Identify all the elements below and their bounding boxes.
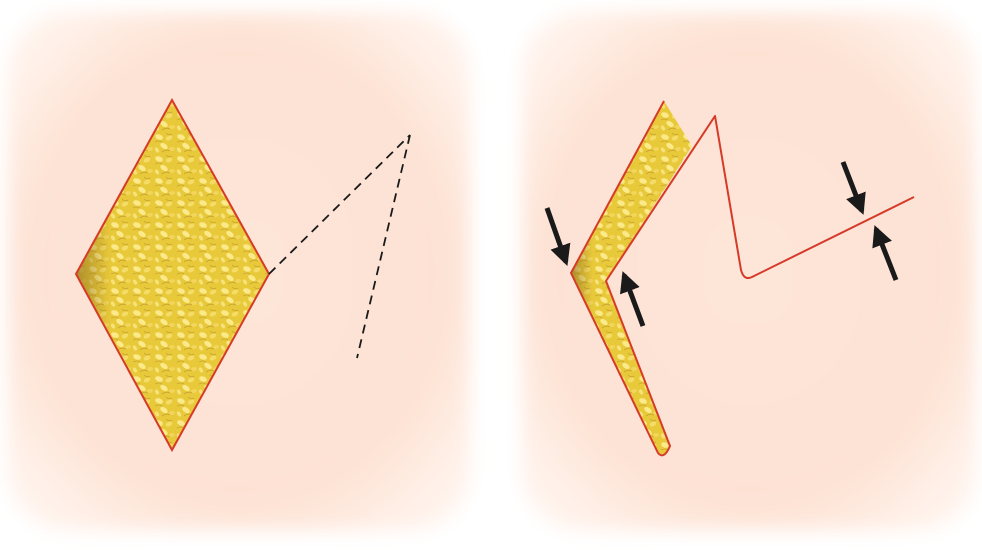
arrow-icon-left-outer [544, 207, 571, 266]
closure-tension-arrows [544, 161, 899, 327]
rhombic-defect [74, 97, 271, 453]
transposed-flap [571, 101, 692, 455]
right-panel [522, 12, 976, 530]
arrow-icon-right-upper [840, 161, 866, 215]
flap-design-line-2 [356, 134, 411, 359]
arrow-icon-left-inner [620, 271, 646, 327]
left-panel [8, 12, 470, 530]
defect-incision-outline [74, 97, 271, 453]
arrow-icon-right-lower [872, 225, 899, 281]
flap-design-line-1 [268, 134, 411, 275]
remaining-fat-shadow [571, 101, 692, 455]
flap-design-dashed-lines [268, 134, 411, 359]
incision-closure-line [570, 100, 915, 457]
